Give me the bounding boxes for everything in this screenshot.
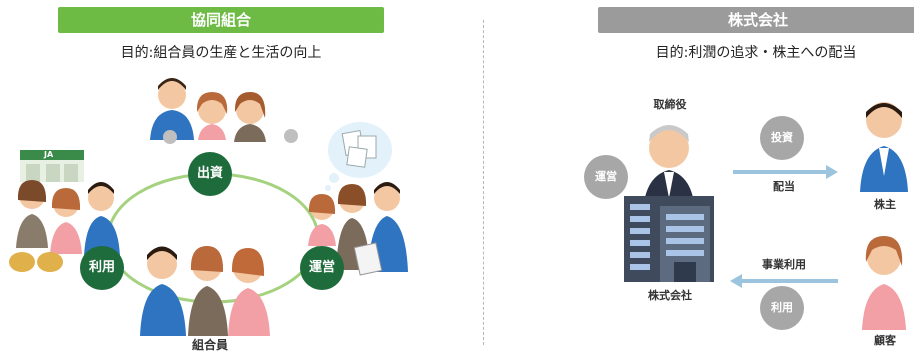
business-use-arrow bbox=[730, 274, 838, 288]
investors-illustration bbox=[150, 78, 298, 144]
node-use-corp: 利用 bbox=[760, 286, 804, 330]
cooperative-header: 協同組合 bbox=[58, 7, 384, 33]
operators-illustration bbox=[308, 182, 408, 276]
thought-bubble-documents bbox=[325, 122, 392, 191]
corporation-purpose: 目的:利潤の追求・株主への配当 bbox=[655, 45, 857, 61]
business-use-label: 事業利用 bbox=[762, 258, 806, 271]
cooperative-purpose: 目的:組合員の生産と生活の向上 bbox=[120, 45, 322, 61]
node-use: 利用 bbox=[80, 246, 124, 290]
director-label: 取締役 bbox=[653, 98, 687, 111]
corporation-header: 株式会社 bbox=[598, 7, 914, 33]
node-invest-corp: 投資 bbox=[760, 116, 804, 160]
customer-illustration bbox=[862, 236, 906, 330]
node-operate-corp: 運営 bbox=[584, 155, 628, 199]
node-invest: 出資 bbox=[188, 152, 232, 196]
shareholder-illustration bbox=[860, 102, 908, 192]
node-operate: 運営 bbox=[300, 246, 344, 290]
company-label: 株式会社 bbox=[648, 289, 692, 302]
dividend-label: 配当 bbox=[773, 180, 795, 193]
members-label: 組合員 bbox=[191, 338, 228, 352]
customer-label: 顧客 bbox=[874, 334, 896, 347]
ja-store-icon bbox=[20, 150, 84, 182]
shareholder-label: 株主 bbox=[874, 198, 896, 211]
dividend-arrow bbox=[733, 165, 838, 179]
section-divider bbox=[483, 20, 484, 345]
ja-sign: JA bbox=[44, 150, 54, 159]
members-illustration bbox=[140, 246, 270, 336]
users-illustration bbox=[9, 180, 120, 272]
company-building-icon bbox=[624, 196, 714, 282]
